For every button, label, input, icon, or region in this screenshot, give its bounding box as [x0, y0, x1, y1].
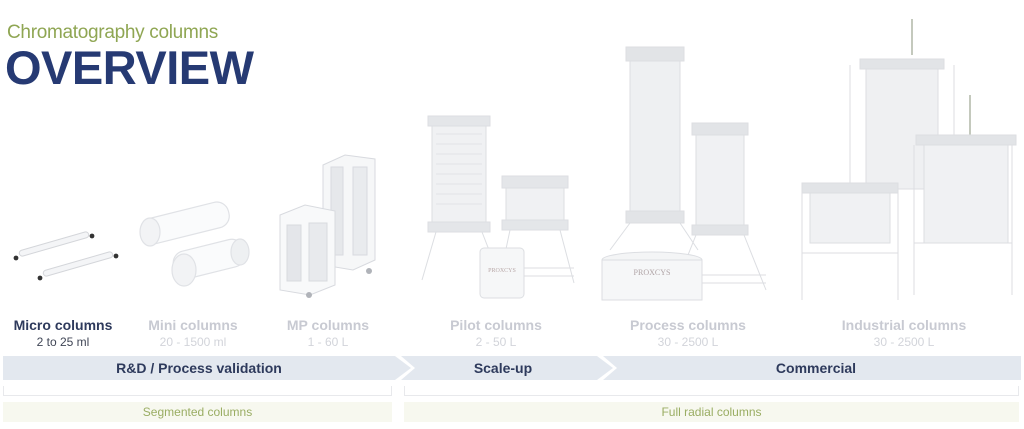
product-range: 30 - 2500 L — [657, 335, 719, 349]
product-name: Micro columns — [13, 317, 113, 333]
phase-label: Scale-up — [473, 360, 533, 376]
mini-columns-image[interactable] — [128, 200, 258, 295]
phase-scale-up: Scale-up — [401, 356, 613, 380]
product-name: Pilot columns — [450, 317, 542, 333]
svg-text:PROXCYS: PROXCYS — [488, 268, 516, 274]
bracket-full-radial — [404, 386, 1019, 396]
mp-columns-image[interactable] — [275, 145, 390, 300]
pilot-columns-image[interactable]: PROXCYS — [410, 108, 580, 303]
product-label-mp[interactable]: MP columns 1 - 60 L — [273, 317, 383, 350]
product-label-industrial[interactable]: Industrial columns 30 - 2500 L — [834, 317, 974, 350]
product-label-process[interactable]: Process columns 30 - 2500 L — [623, 317, 753, 350]
arrow-chevron-shape — [401, 356, 613, 380]
micro-columns-image[interactable] — [10, 225, 125, 285]
phase-rd-process-validation: R&D / Process validation — [3, 356, 411, 380]
bracket-segmented — [3, 386, 392, 396]
phase-label: R&D / Process validation — [116, 360, 282, 376]
process-columns-image[interactable]: PROXCYS — [600, 45, 780, 305]
column-type-segmented: Segmented columns — [3, 402, 392, 422]
product-range: 2 to 25 ml — [36, 335, 90, 349]
phase-label: Commercial — [775, 360, 857, 376]
phase-commercial: Commercial — [603, 356, 1021, 380]
product-label-micro[interactable]: Micro columns 2 to 25 ml — [8, 317, 118, 350]
arrow-chevron-shape — [3, 356, 411, 380]
industrial-columns-image[interactable] — [790, 15, 1020, 305]
product-name: Process columns — [630, 317, 746, 333]
column-type-full-radial: Full radial columns — [404, 402, 1019, 422]
product-name: Industrial columns — [841, 317, 967, 333]
product-range: 20 - 1500 ml — [159, 335, 227, 349]
subtitle: Chromatography columns — [7, 22, 218, 43]
product-range: 2 - 50 L — [475, 335, 517, 349]
product-label-pilot[interactable]: Pilot columns 2 - 50 L — [441, 317, 551, 350]
arrow-chevron-shape — [603, 356, 1021, 380]
product-name: MP columns — [286, 317, 370, 333]
product-range: 1 - 60 L — [307, 335, 349, 349]
product-range: 30 - 2500 L — [873, 335, 935, 349]
svg-text:PROXCYS: PROXCYS — [634, 268, 671, 277]
product-label-mini[interactable]: Mini columns 20 - 1500 ml — [138, 317, 248, 350]
product-name: Mini columns — [148, 317, 238, 333]
page-title: OVERVIEW — [5, 41, 254, 94]
